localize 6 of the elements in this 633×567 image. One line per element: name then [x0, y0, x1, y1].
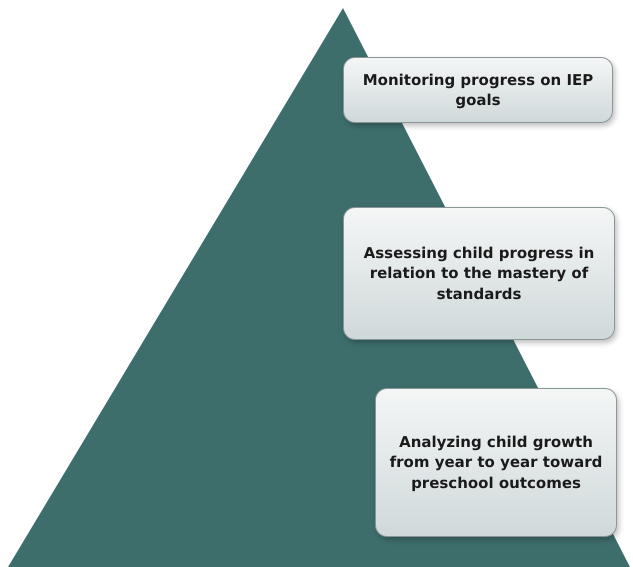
- box-text: Monitoring progress on IEP goals: [362, 70, 594, 110]
- text-box: [343, 207, 615, 340]
- text-box: [343, 57, 613, 123]
- box-text: Assessing child progress in relation to the mastery of standards: [362, 243, 596, 304]
- text-box: [375, 388, 617, 537]
- box-text: Analyzing child growth from year to year toward preschool outcomes: [388, 432, 604, 493]
